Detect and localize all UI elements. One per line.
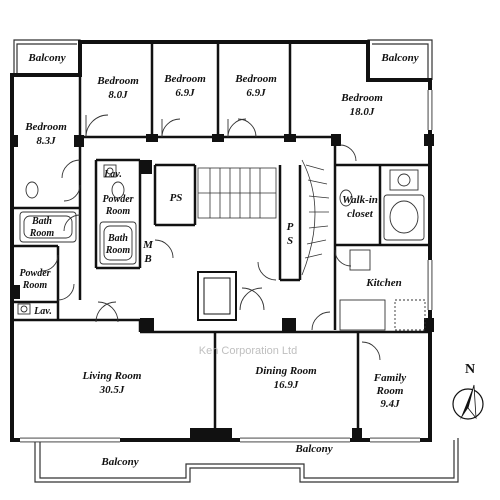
svg-text:M: M [142, 239, 154, 251]
svg-text:8.3J: 8.3J [36, 135, 56, 147]
staircase [197, 159, 330, 276]
svg-text:Family: Family [373, 372, 407, 384]
label-walk-in-closet: Walk-in closet [342, 194, 378, 220]
door-swings [41, 114, 381, 361]
structural-columns [10, 134, 434, 442]
label-bath-center: Bath Room [105, 233, 131, 256]
svg-text:Room: Room [29, 228, 55, 239]
compass-circle [452, 388, 484, 420]
watermark-text: Ken Corporation Ltd [199, 345, 297, 357]
label-bedroom-5: Bedroom 8.3J [24, 121, 67, 147]
svg-text:9.4J: 9.4J [380, 398, 400, 410]
label-balcony-top-left: Balcony [27, 52, 65, 64]
compass-north-letter: N [465, 362, 475, 377]
svg-text:Bedroom: Bedroom [234, 73, 277, 85]
svg-text:16.9J: 16.9J [274, 379, 299, 391]
svg-text:Bedroom: Bedroom [163, 73, 206, 85]
compass-rose: N [452, 362, 484, 420]
label-balcony-bottom-right: Balcony [294, 443, 332, 455]
compass-needle-icon [460, 385, 474, 420]
label-bath-left: Bath Room [29, 216, 55, 239]
svg-text:Balcony: Balcony [27, 52, 65, 64]
svg-text:Bedroom: Bedroom [96, 75, 139, 87]
svg-text:Powder: Powder [19, 268, 50, 279]
label-family-room: Family Room 9.4J [373, 372, 407, 410]
svg-text:Room: Room [105, 206, 131, 217]
svg-text:Room: Room [22, 280, 48, 291]
svg-text:6.9J: 6.9J [175, 87, 195, 99]
svg-text:Balcony: Balcony [380, 52, 418, 64]
svg-text:8.0J: 8.0J [108, 89, 128, 101]
label-powder-left: Powder Room [19, 268, 50, 291]
label-bedroom-2: Bedroom 6.9J [163, 73, 206, 99]
label-lav-left: Lav. [33, 306, 52, 317]
svg-text:Balcony: Balcony [294, 443, 332, 455]
elevator [197, 271, 237, 321]
svg-text:closet: closet [347, 208, 374, 220]
svg-text:Balcony: Balcony [100, 456, 138, 468]
label-balcony-top-right: Balcony [380, 52, 418, 64]
svg-text:Room: Room [105, 245, 131, 256]
label-powder-center: Powder Room [102, 194, 133, 217]
label-living-room: Living Room 30.5J [82, 370, 142, 396]
svg-text:Bath: Bath [107, 233, 128, 244]
compass-needle-outline [467, 384, 477, 420]
svg-text:B: B [143, 253, 151, 265]
label-bedroom-4: Bedroom 18.0J [340, 92, 383, 118]
svg-text:30.5J: 30.5J [99, 384, 125, 396]
fixtures [17, 164, 426, 331]
windows [20, 90, 432, 442]
svg-text:6.9J: 6.9J [246, 87, 266, 99]
label-dining-room: Dining Room 16.9J [254, 365, 317, 391]
label-bedroom-1: Bedroom 8.0J [96, 75, 139, 101]
label-bedroom-3: Bedroom 6.9J [234, 73, 277, 99]
svg-text:PS: PS [170, 192, 183, 204]
svg-text:Bath: Bath [31, 216, 52, 227]
svg-text:Bedroom: Bedroom [340, 92, 383, 104]
label-mb: M B [142, 239, 154, 265]
label-kitchen: Kitchen [365, 277, 401, 289]
svg-text:Lav.: Lav. [103, 169, 122, 180]
svg-text:P: P [287, 221, 294, 233]
label-ps-right: P S [287, 221, 294, 247]
svg-text:S: S [287, 235, 293, 247]
svg-text:18.0J: 18.0J [350, 106, 375, 118]
svg-text:Room: Room [376, 385, 404, 397]
svg-text:Walk-in: Walk-in [342, 194, 378, 206]
svg-text:Dining Room: Dining Room [254, 365, 317, 377]
svg-text:Lav.: Lav. [33, 306, 52, 317]
svg-text:Powder: Powder [102, 194, 133, 205]
svg-text:Bedroom: Bedroom [24, 121, 67, 133]
svg-text:Kitchen: Kitchen [365, 277, 401, 289]
label-lav-center: Lav. [103, 169, 122, 180]
label-balcony-bottom-left: Balcony [100, 456, 138, 468]
window-frames [20, 90, 433, 443]
label-ps-center: PS [170, 192, 183, 204]
svg-text:Living Room: Living Room [82, 370, 142, 382]
